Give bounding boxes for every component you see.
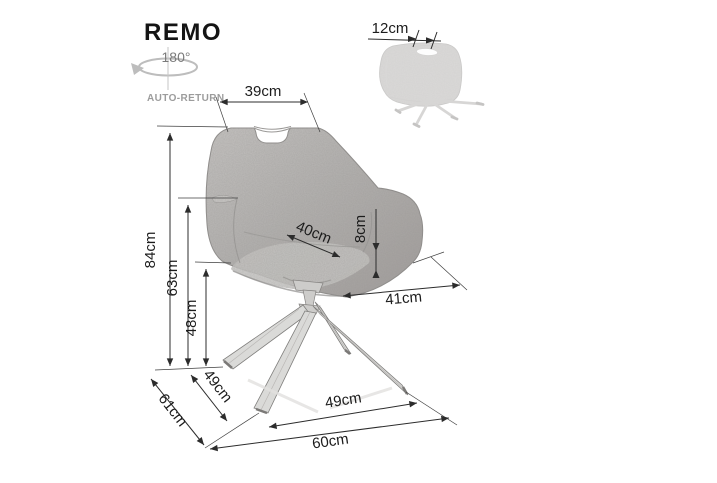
dim-seat-depth-label: 41cm xyxy=(385,288,423,308)
swivel-base xyxy=(222,279,409,415)
header: REMO 180° AUTO-RETURN xyxy=(131,19,225,104)
dim-seat-height-label: 48cm xyxy=(183,300,200,337)
dim-base-side-span-label: 49cm xyxy=(200,367,236,406)
chair-back-view xyxy=(379,42,485,128)
dim-handle-width-label: 12cm xyxy=(372,20,409,37)
back-view-handle-slot xyxy=(416,48,438,56)
dim-seat-cushion-thickness-label: 8cm xyxy=(352,215,369,243)
dim-handle-width: 12cm xyxy=(367,20,442,50)
dim-seat-depth: 41cm xyxy=(342,282,461,309)
dim-armrest-height: 63cm xyxy=(164,205,192,366)
swivel-mechanism xyxy=(292,279,324,294)
dim-seat-height: 48cm xyxy=(183,269,210,366)
leg-back-left xyxy=(222,304,310,370)
dim-base-front-span: 49cm xyxy=(268,389,418,429)
dim-total-width: 60cm xyxy=(209,415,450,453)
dim-base-side-span: 49cm xyxy=(190,367,236,422)
dim-total-depth-label: 61cm xyxy=(155,391,191,430)
dim-armrest-height-label: 63cm xyxy=(164,260,181,297)
leg-back-right xyxy=(314,301,352,355)
dim-total-height-label: 84cm xyxy=(142,232,159,269)
dim-back-top-width: 39cm xyxy=(220,83,308,106)
dim-total-width-label: 60cm xyxy=(311,431,350,453)
rotation-180-icon: 180° xyxy=(131,47,198,90)
auto-return-label: AUTO-RETURN xyxy=(147,93,225,104)
back-view-shell xyxy=(379,42,463,107)
back-view-legs xyxy=(396,90,483,127)
dim-seat-cushion-thickness: 8cm xyxy=(352,209,380,278)
dim-base-front-span-label: 49cm xyxy=(324,389,363,412)
product-title: REMO xyxy=(144,19,222,46)
dim-back-top-width-label: 39cm xyxy=(245,83,282,100)
rotation-angle-label: 180° xyxy=(162,49,191,65)
dim-total-depth: 61cm xyxy=(150,378,205,446)
chair-main-view xyxy=(205,126,424,415)
dim-total-height: 84cm xyxy=(142,133,174,366)
